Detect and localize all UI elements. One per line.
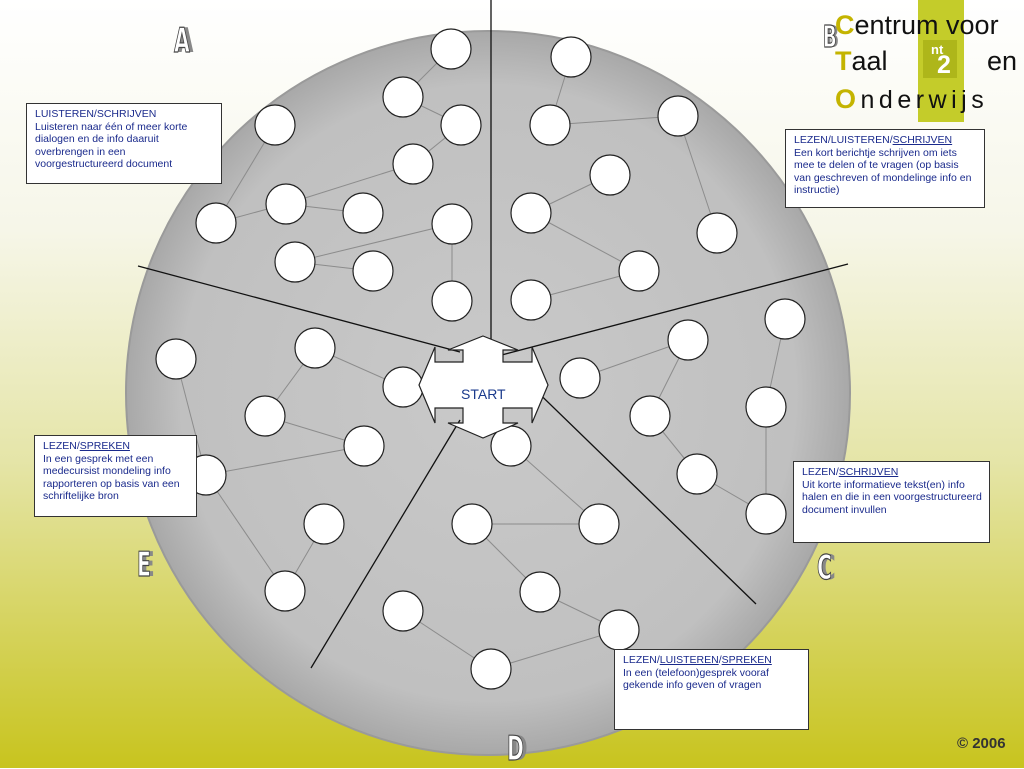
space-a-11 (352, 250, 394, 292)
space-c-6 (676, 453, 718, 495)
space-e-2 (155, 338, 197, 380)
space-c-4 (745, 386, 787, 428)
header-part: LEZEN/ (43, 440, 80, 452)
info-box-d: LEZEN/LUISTEREN/SPREKEN In een (telefoon… (614, 649, 809, 730)
space-d-4 (519, 571, 561, 613)
space-e-1 (294, 327, 336, 369)
space-d-7 (470, 648, 512, 690)
header-part: LUISTEREN/SCHRIJVEN (35, 108, 157, 120)
space-c-5 (629, 395, 671, 437)
logo-line-3: Onderwijs (835, 84, 989, 114)
logo-line-2-right: en (987, 46, 1018, 76)
logo-line-1: Centrum voor (835, 10, 999, 40)
space-e-8 (264, 570, 306, 612)
space-a-2 (382, 76, 424, 118)
divider-d-e (310, 419, 461, 669)
space-a-7 (342, 192, 384, 234)
copyright: © 2006 (957, 735, 1006, 752)
space-a-5 (392, 143, 434, 185)
space-e-4 (244, 395, 286, 437)
space-d-5 (382, 590, 424, 632)
header-part: / (718, 654, 722, 666)
space-a-12 (431, 280, 473, 322)
sector-letter-b: B (823, 19, 837, 55)
info-box-a: LUISTEREN/SCHRIJVEN Luisteren naar één o… (26, 103, 222, 184)
space-c-1 (764, 298, 806, 340)
space-b-7 (618, 250, 660, 292)
info-box-b: LEZEN/LUISTEREN/SCHRIJVEN Een kort beric… (785, 129, 985, 208)
info-box-c: LEZEN/SCHRIJVEN Uit korte informatieve t… (793, 461, 990, 543)
header-part: LEZEN/ (802, 466, 839, 478)
sector-letter-e: E (137, 545, 152, 585)
nt2-badge: nt 2 (923, 40, 957, 78)
space-b-3 (657, 95, 699, 137)
info-box-c-header: LEZEN/SCHRIJVEN (802, 466, 982, 479)
info-box-a-header: LUISTEREN/SCHRIJVEN (35, 108, 214, 121)
header-part: SCHRIJVEN (892, 134, 953, 146)
space-b-6 (696, 212, 738, 254)
space-c-3 (559, 357, 601, 399)
space-c-7 (745, 493, 787, 535)
info-box-d-body: In een (telefoon)gesprek vooraf gekende … (623, 666, 769, 692)
divider-c-d (519, 374, 757, 605)
header-part: SCHRIJVEN (838, 466, 899, 478)
divider-b-c (493, 263, 849, 358)
space-d-6 (598, 609, 640, 651)
space-a-3 (440, 104, 482, 146)
space-e-3 (382, 366, 424, 408)
space-a-9 (431, 203, 473, 245)
info-box-e-body: In een gesprek met een medecursist monde… (43, 452, 180, 503)
info-box-c-body: Uit korte informatieve tekst(en) info ha… (802, 478, 982, 516)
sector-letter-c: C (817, 548, 833, 588)
space-b-4 (589, 154, 631, 196)
start-cross (418, 335, 549, 439)
header-part: SPREKEN (79, 440, 130, 452)
space-a-1 (430, 28, 472, 70)
space-a-4 (254, 104, 296, 146)
sector-letter-d: D (507, 729, 525, 769)
space-b-1 (550, 36, 592, 78)
space-a-10 (274, 241, 316, 283)
header-part: LEZEN/ (623, 654, 660, 666)
space-d-2 (451, 503, 493, 545)
sector-dividers (137, 0, 849, 669)
space-b-5 (510, 192, 552, 234)
space-b-8 (510, 279, 552, 321)
space-e-5 (343, 425, 385, 467)
space-b-2 (529, 104, 571, 146)
info-box-e-header: LEZEN/SPREKEN (43, 440, 189, 453)
start-label: START (461, 386, 506, 402)
board-spaces (155, 28, 806, 690)
space-d-3 (578, 503, 620, 545)
logo-line-2: Taal (835, 46, 888, 76)
sector-letter-a: A (174, 21, 191, 61)
space-a-6 (265, 183, 307, 225)
space-c-2 (667, 319, 709, 361)
header-part: LUISTEREN (659, 654, 719, 666)
header-part: SPREKEN (721, 654, 772, 666)
space-a-8 (195, 202, 237, 244)
cto-logo: B Centrum voor Taal en nt 2 Onderwijs (815, 0, 1024, 122)
info-box-e: LEZEN/SPREKEN In een gesprek met een med… (34, 435, 197, 517)
info-box-b-header: LEZEN/LUISTEREN/SCHRIJVEN (794, 134, 977, 147)
info-box-b-body: Een kort berichtje schrijven om iets mee… (794, 146, 972, 197)
divider-e-a (137, 265, 461, 353)
info-box-a-body: Luisteren naar één of meer korte dialoge… (35, 120, 188, 171)
header-part: LEZEN/LUISTEREN/ (794, 134, 893, 146)
info-box-d-header: LEZEN/LUISTEREN/SPREKEN (623, 654, 801, 667)
space-e-7 (303, 503, 345, 545)
